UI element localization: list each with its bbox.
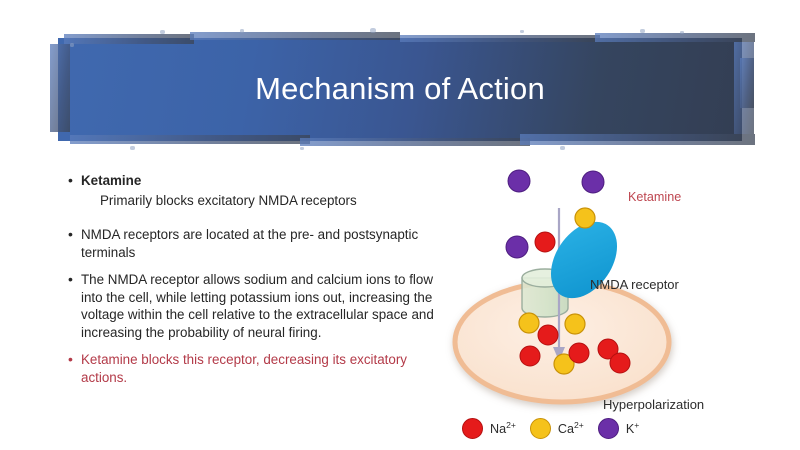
legend-charge-ca: 2+	[574, 420, 584, 431]
bullet-text-nmda-location: NMDA receptors are located at the pre- a…	[81, 227, 419, 260]
brush-speck	[370, 28, 376, 33]
brush-edge-frill	[300, 138, 530, 146]
ion-na-sodium	[597, 338, 619, 360]
legend-label-k: K+	[626, 420, 639, 436]
legend-label-na: Na2+	[490, 420, 516, 436]
bullet-nmda-location: • NMDA receptors are located at the pre-…	[68, 226, 440, 261]
brush-core	[58, 38, 742, 141]
brush-edge-frill	[70, 135, 310, 144]
title-banner: Mechanism of Action	[40, 28, 760, 150]
spacer	[68, 343, 440, 351]
spacer	[68, 209, 440, 226]
brush-speck	[300, 147, 304, 150]
legend-symbol-k: K	[625, 422, 635, 437]
legend-swatch-k-icon	[597, 418, 619, 439]
legend-charge-k: +	[634, 420, 640, 431]
ion-na-sodium	[568, 342, 590, 364]
brush-speck	[640, 29, 645, 33]
brush-edge-frill	[190, 32, 400, 40]
brush-speck	[70, 43, 74, 47]
arrow-head-icon	[553, 347, 565, 361]
legend-swatch-na-icon	[462, 418, 483, 439]
ion-ca-calcium	[518, 312, 540, 334]
legend-swatch-ca-icon	[529, 418, 551, 439]
brush-speck	[520, 30, 524, 33]
legend-item-na: Na2+	[462, 418, 516, 439]
ion-na-sodium	[609, 352, 631, 374]
bullet-marker-icon: •	[68, 226, 73, 242]
brush-edge-frill	[595, 33, 755, 42]
brush-speck	[560, 146, 565, 150]
brush-edge-frill	[64, 34, 194, 44]
bullet-text-ketamine-blocks: Ketamine blocks this receptor, decreasin…	[81, 352, 407, 385]
legend-symbol-ca: Ca	[557, 422, 575, 437]
ion-k-potassium	[507, 169, 531, 193]
legend-item-k: K+	[597, 418, 639, 439]
page-title: Mechanism of Action	[255, 71, 545, 106]
legend-symbol-na: Na	[490, 422, 507, 437]
bullet-marker-icon: •	[68, 172, 73, 188]
brush-stroke-shape	[40, 28, 760, 150]
brush-edge-frill	[50, 44, 70, 132]
brush-speck	[130, 146, 135, 150]
diagram-label-ketamine: Ketamine	[628, 190, 682, 204]
bullet-text-ketamine-subline: Primarily blocks excitatory NMDA recepto…	[100, 192, 357, 208]
spacer	[68, 263, 440, 271]
content-column: • Ketamine Primarily blocks excitatory N…	[68, 172, 440, 388]
bullet-ketamine-heading: • Ketamine	[68, 172, 440, 190]
bullet-nmda-function: • The NMDA receptor allows sodium and ca…	[68, 271, 440, 341]
bullet-marker-icon: •	[68, 351, 73, 367]
bullet-marker-icon: •	[68, 271, 73, 287]
legend-item-ca: Ca2+	[529, 418, 584, 439]
brush-speck	[680, 31, 684, 34]
bullet-ketamine-blocks: • Ketamine blocks this receptor, decreas…	[68, 351, 440, 386]
bullet-text-nmda-function: The NMDA receptor allows sodium and calc…	[81, 272, 434, 340]
ion-legend: Na2+ Ca2+ K+	[462, 418, 639, 439]
brush-edge-frill	[520, 134, 755, 145]
bullet-text-ketamine-heading: Ketamine	[81, 173, 142, 188]
ion-ca-calcium	[564, 313, 586, 335]
ion-k-potassium	[581, 170, 605, 194]
ketamine-ellipse	[550, 221, 618, 299]
brush-edge-frill	[740, 58, 754, 108]
brush-speck	[240, 29, 244, 33]
ion-na-sodium	[534, 231, 556, 253]
intracellular-ions	[518, 312, 631, 375]
legend-charge-na: 2+	[506, 420, 516, 431]
ion-k-potassium	[505, 235, 529, 259]
diagram-canvas	[452, 169, 672, 405]
legend-label-ca: Ca2+	[558, 420, 584, 436]
brush-edge-frill	[400, 35, 600, 42]
nmda-receptor-diagram: Ketamine NMDA receptor Hyperpolarization…	[440, 160, 800, 450]
ion-na-sodium	[519, 345, 541, 367]
diagram-label-nmda-receptor: NMDA receptor	[590, 277, 679, 292]
brush-speck	[160, 30, 165, 34]
extracellular-ions	[505, 169, 605, 259]
ion-na-sodium	[537, 324, 559, 346]
ketamine-blocking-blob	[550, 221, 618, 299]
ion-ca-calcium	[574, 207, 596, 229]
diagram-label-hyperpolarization: Hyperpolarization	[603, 397, 705, 412]
ion-ca-calcium	[553, 353, 575, 375]
